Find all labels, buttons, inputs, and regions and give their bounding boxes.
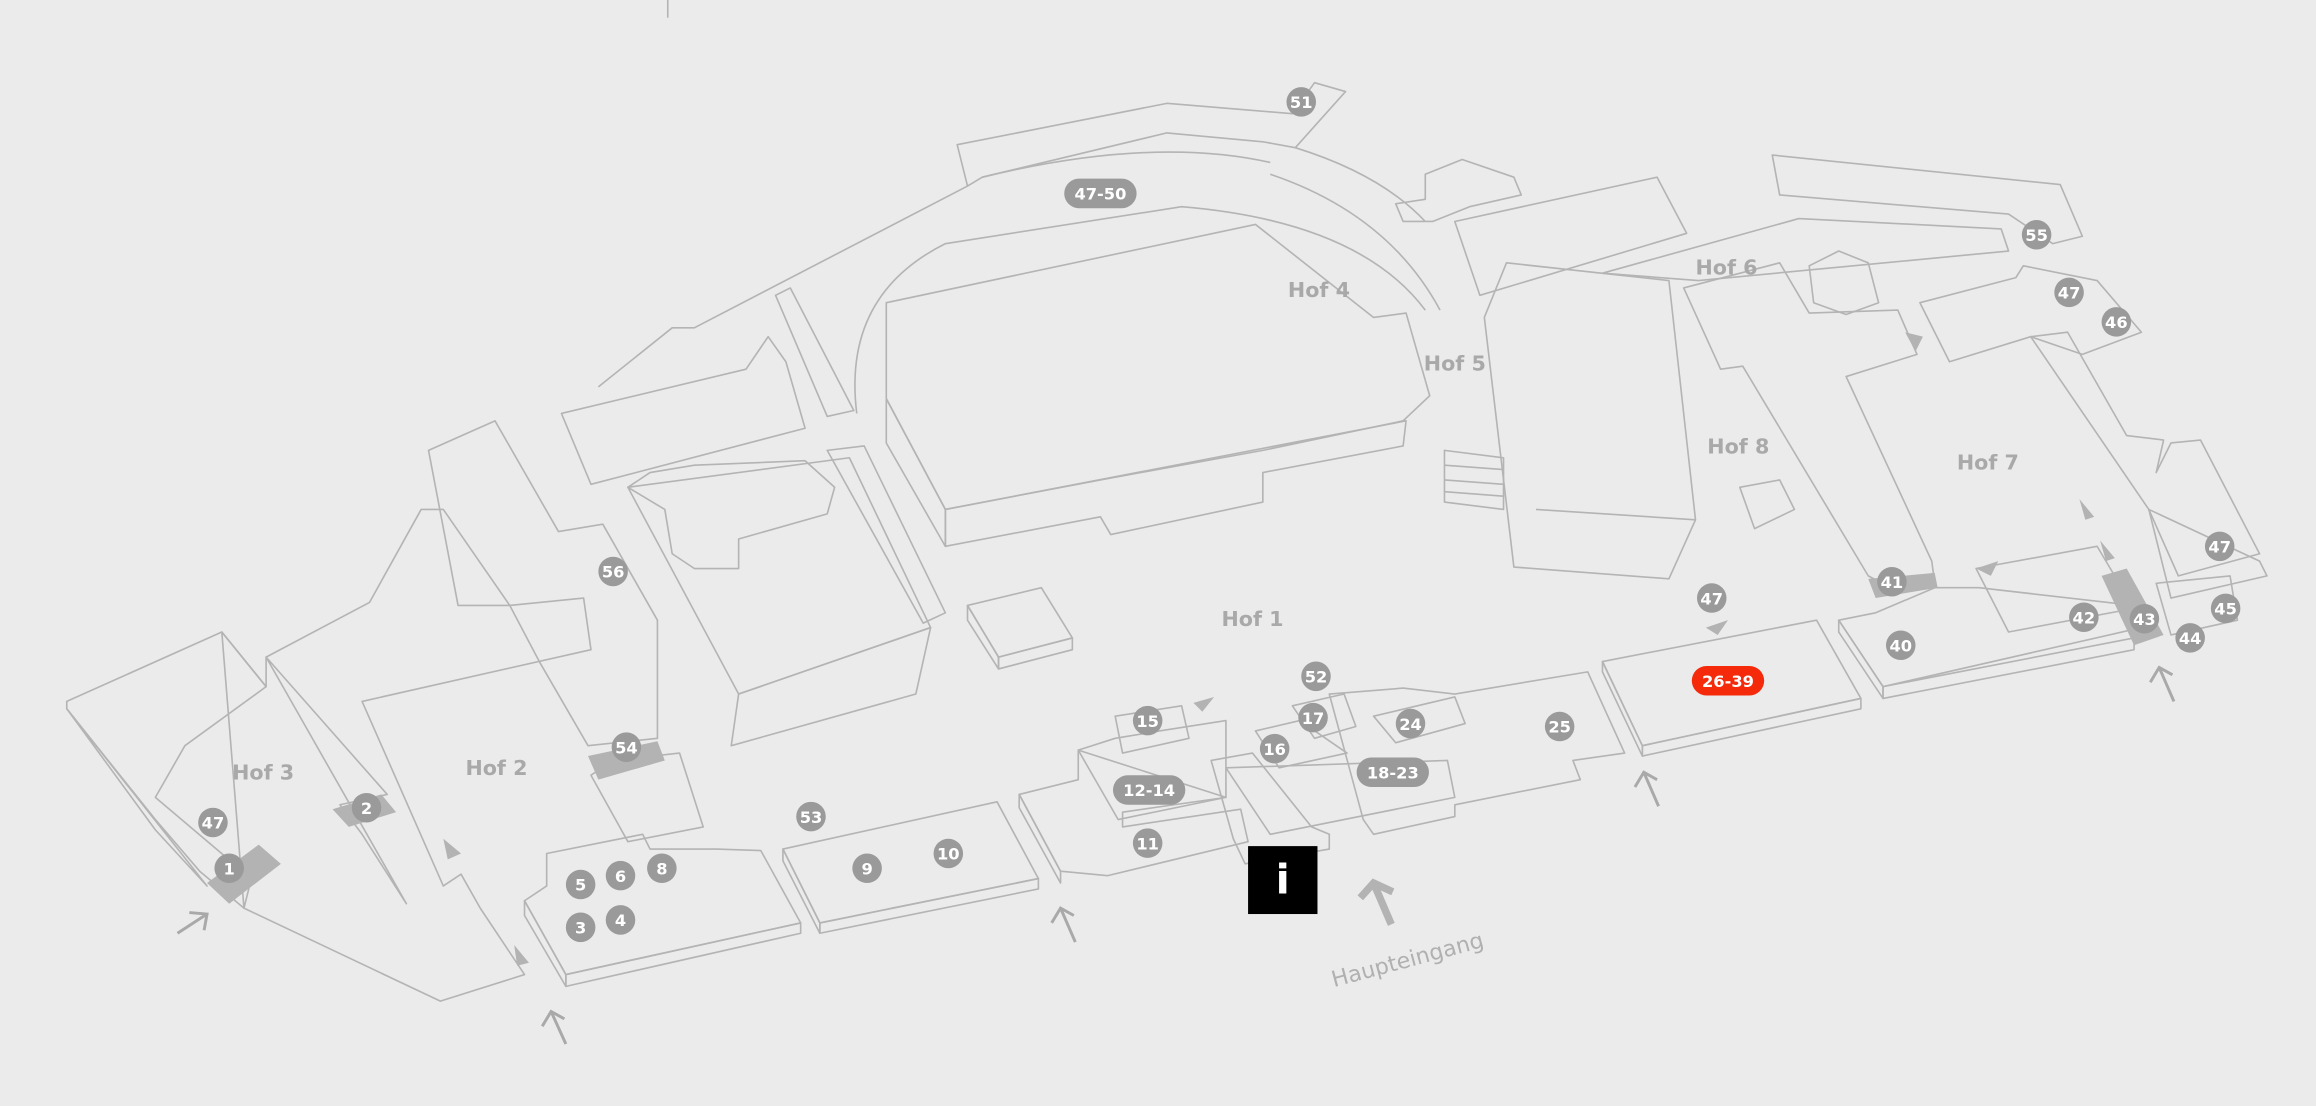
building-marker-label: 17 <box>1302 709 1325 728</box>
courtyard-label: Hof 3 <box>232 761 294 785</box>
building-marker-6[interactable]: 6 <box>605 860 636 891</box>
entrance-arrows <box>176 665 2176 1045</box>
building-marker-label: 1 <box>224 860 235 879</box>
building-marker-3[interactable]: 3 <box>565 912 596 943</box>
building-marker-43[interactable]: 43 <box>2129 603 2160 634</box>
building-marker-label: 56 <box>602 563 625 582</box>
building-marker-53[interactable]: 53 <box>796 801 826 832</box>
building-marker-label: 47 <box>2058 284 2081 303</box>
building-marker-label: 44 <box>2179 629 2202 648</box>
entrance-arrow-icon <box>540 1009 568 1045</box>
building-marker-label: 43 <box>2133 610 2156 629</box>
building-marker-label: 52 <box>1305 668 1328 687</box>
building-marker-10[interactable]: 10 <box>933 838 964 869</box>
building-marker-label: 53 <box>800 808 823 827</box>
building-marker-label: 18-23 <box>1367 764 1419 783</box>
courtyard-label: Hof 1 <box>1221 607 1283 631</box>
building-marker-4[interactable]: 4 <box>605 905 636 935</box>
main-entrance-arrow-icon <box>1357 878 1395 926</box>
building-marker-2[interactable]: 2 <box>351 792 382 823</box>
building-marker-label: 51 <box>1290 93 1313 112</box>
building-marker-5[interactable]: 5 <box>565 869 596 900</box>
building-marker-label: 3 <box>575 919 586 938</box>
building-marker-label: 46 <box>2105 313 2128 332</box>
building-marker-label: 5 <box>575 876 586 895</box>
main-entrance-label: Haupteingang <box>1329 927 1487 993</box>
building-marker-46[interactable]: 46 <box>2101 307 2132 337</box>
courtyard-labels: Hof 1 Hof 2 Hof 3 Hof 4 Hof 5 Hof 6 Hof … <box>232 256 2019 785</box>
courtyard-label: Hof 2 <box>465 756 527 780</box>
building-marker-15[interactable]: 15 <box>1132 705 1163 736</box>
building-marker-label: 24 <box>1399 715 1422 734</box>
building-marker-42[interactable]: 42 <box>2069 602 2099 632</box>
courtyard-label: Hof 8 <box>1707 434 1769 458</box>
building-marker-label: 40 <box>1889 637 1912 656</box>
building-marker-55[interactable]: 55 <box>2021 220 2052 250</box>
building-marker-label: 16 <box>1263 740 1286 759</box>
building-marker-label: 2 <box>361 799 372 818</box>
building-marker-45[interactable]: 45 <box>2210 593 2241 624</box>
building-marker-label: 47-50 <box>1074 185 1126 204</box>
building-marker-label: 25 <box>1548 718 1571 737</box>
building-marker-label: 41 <box>1881 573 1904 592</box>
building-marker-16[interactable]: 16 <box>1259 733 1290 764</box>
building-marker-47-50[interactable]: 47-50 <box>1064 178 1137 209</box>
building-marker-label: 47 <box>2208 538 2231 557</box>
building-marker-52[interactable]: 52 <box>1301 661 1331 692</box>
building-marker-label: 42 <box>2073 608 2096 627</box>
entrance-arrow-icon <box>1050 906 1077 943</box>
building-marker-8[interactable]: 8 <box>647 853 677 884</box>
building-marker-label: 9 <box>861 860 872 879</box>
building-marker-18-23[interactable]: 18-23 <box>1356 757 1429 788</box>
building-marker-label: 12-14 <box>1123 781 1175 800</box>
building-marker-label: 26-39 <box>1702 672 1754 691</box>
building-marker-1[interactable]: 1 <box>214 853 244 884</box>
building-marker-17[interactable]: 17 <box>1298 702 1328 733</box>
building-marker-24[interactable]: 24 <box>1395 708 1426 739</box>
entrance-arrow-icon <box>1633 770 1660 807</box>
info-button[interactable]: i <box>1248 846 1318 915</box>
entrance-arrow-icon <box>2149 665 2176 702</box>
info-icon: i <box>1276 855 1290 903</box>
building-marker-label: 45 <box>2214 600 2237 619</box>
building-marker-label: 8 <box>656 860 667 879</box>
building-marker-47[interactable]: 47 <box>2054 277 2084 308</box>
building-marker-40[interactable]: 40 <box>1885 630 1916 661</box>
building-marker-47[interactable]: 47 <box>2204 531 2235 562</box>
courtyard-label: Hof 5 <box>1424 352 1486 376</box>
building-marker-label: 47 <box>202 814 225 833</box>
building-marker-9[interactable]: 9 <box>852 853 882 884</box>
building-marker-label: 15 <box>1136 712 1159 731</box>
building-marker-47[interactable]: 47 <box>198 807 228 838</box>
building-marker-label: 10 <box>937 845 960 864</box>
building-marker-12-14[interactable]: 12-14 <box>1112 775 1186 805</box>
courtyard-label: Hof 7 <box>1957 451 2019 475</box>
building-marker-label: 6 <box>615 867 626 886</box>
building-marker-label: 54 <box>615 738 638 757</box>
building-marker-label: 47 <box>1700 589 1723 608</box>
building-marker-26-39[interactable]: 26-39 <box>1691 665 1765 696</box>
building-marker-41[interactable]: 41 <box>1877 567 1907 597</box>
building-marker-label: 11 <box>1136 834 1159 853</box>
entrance-arrow-icon <box>176 911 209 935</box>
building-marker-56[interactable]: 56 <box>598 556 628 587</box>
building-marker-51[interactable]: 51 <box>1286 87 1316 117</box>
buildings <box>65 81 2268 1002</box>
building-marker-label: 55 <box>2025 226 2048 245</box>
building-marker-54[interactable]: 54 <box>611 732 642 762</box>
building-marker-11[interactable]: 11 <box>1132 828 1163 858</box>
courtyard-label: Hof 4 <box>1288 278 1350 302</box>
building-marker-44[interactable]: 44 <box>2175 623 2205 653</box>
building-marker-label: 4 <box>615 911 626 930</box>
building-marker-25[interactable]: 25 <box>1544 711 1575 742</box>
courtyard-label: Hof 6 <box>1695 256 1757 280</box>
building-marker-47[interactable]: 47 <box>1696 583 1727 613</box>
